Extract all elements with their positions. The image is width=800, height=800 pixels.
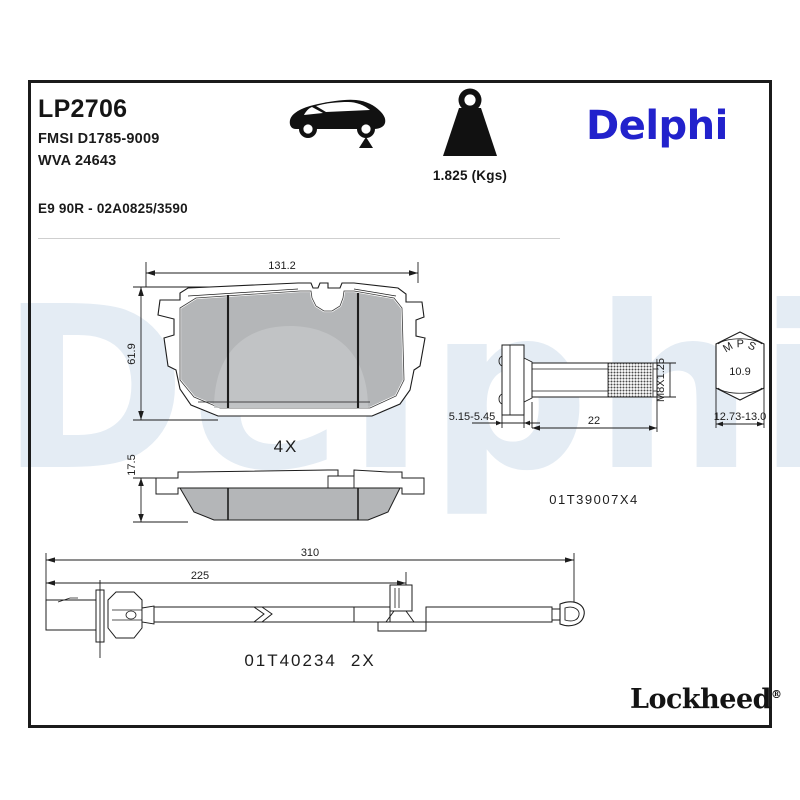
drawing-frame <box>28 80 772 728</box>
pad-height-label: 61.9 <box>126 343 138 364</box>
sensor-clip-base <box>377 621 427 632</box>
sensor-cable-mid <box>353 606 391 623</box>
sensor-cable-left <box>153 606 355 623</box>
pad-width-dimension <box>145 262 419 287</box>
sensor-clip-ribs <box>389 588 400 608</box>
sensor-grommet <box>107 591 143 639</box>
bolt-flange <box>523 357 533 403</box>
pad-side-view: 17.5 <box>126 454 425 523</box>
bolt-head-height-dimension <box>472 402 540 428</box>
pad-top-edge-line <box>187 288 397 297</box>
sensor-connector-tab <box>57 597 78 603</box>
lockheed-wordmark: Lockheed <box>630 684 772 715</box>
sensor-cable-boot <box>141 605 155 625</box>
sensor-partial-length-label: 225 <box>191 570 209 582</box>
bolt-across-flats-dimension <box>715 388 765 428</box>
pad-thickness-label: 17.5 <box>126 454 138 475</box>
sensor-connector-body <box>45 599 97 631</box>
pad-side-friction <box>179 487 401 521</box>
sensor-clip-body <box>389 584 413 612</box>
sensor-total-dimension <box>45 553 575 610</box>
registered-mark: ® <box>771 688 782 701</box>
sensor-grommet-bead <box>125 610 137 620</box>
technical-drawing: 131.2 61.9 <box>45 260 767 670</box>
bolt-hex-top-arc <box>717 338 763 345</box>
pad-inner-shade <box>214 326 368 408</box>
header-divider <box>38 238 560 239</box>
bolt-thread-region <box>607 362 654 398</box>
pad-quantity-label: 4X <box>274 437 299 456</box>
wear-sensor-view: 310 225 <box>45 547 585 670</box>
bolt-length-label: 22 <box>588 415 600 427</box>
pad-front-view: 131.2 61.9 <box>126 260 426 456</box>
bolt-thread-dimension <box>657 362 676 398</box>
bolt-across-flats-label: 12.73-13.0 <box>714 411 767 423</box>
bolt-side-view: 5.15-5.45 22 M8X1.25 01T39007X4 <box>449 344 676 507</box>
bolt-head-arcs <box>498 355 503 405</box>
car-rear-axle-icon <box>282 88 392 155</box>
fmsi-code: FMSI D1785-9009 <box>38 131 160 147</box>
product-code: LP2706 <box>38 95 128 123</box>
approval-code: E9 90R - 02A0825/3590 <box>38 201 188 216</box>
weight-value: 1.825 (Kgs) <box>432 168 508 183</box>
sensor-eyelet-hole <box>564 606 580 622</box>
weight-kettlebell-icon <box>443 88 497 156</box>
pad-side-center-notch <box>327 475 355 489</box>
delphi-logo: Delphi <box>586 103 728 149</box>
bolt-length-dimension <box>532 397 658 432</box>
sensor-grommet-lines <box>112 609 146 621</box>
lockheed-logo: Lockheed® <box>630 684 782 715</box>
sensor-cable-right <box>425 606 553 623</box>
wva-code: WVA 24643 <box>38 153 117 169</box>
bolt-thread-label: M8X1.25 <box>655 358 667 402</box>
bolt-part-number: 01T39007X4 <box>549 492 638 507</box>
weight-icon-group: 1.825 (Kgs) <box>415 86 525 183</box>
bolt-head-height-label: 5.15-5.45 <box>449 411 495 423</box>
sensor-clip-legs <box>385 610 415 623</box>
sensor-total-length-label: 310 <box>301 547 319 559</box>
bolt-grade-label: 10.9 <box>729 366 750 378</box>
bolt-hex-bottom-arc <box>717 387 763 394</box>
header-text-block: LP2706 FMSI D1785-9009 WVA 24643 <box>38 95 159 175</box>
sensor-eyelet-neck <box>551 608 561 621</box>
bolt-head-chamfer-lines <box>501 345 511 415</box>
sensor-cable-break-symbol <box>253 606 273 623</box>
bolt-head-end-view: M P S 10.9 12.73-13.0 <box>714 331 767 428</box>
pad-width-label: 131.2 <box>268 260 296 272</box>
bolt-head <box>501 344 525 416</box>
